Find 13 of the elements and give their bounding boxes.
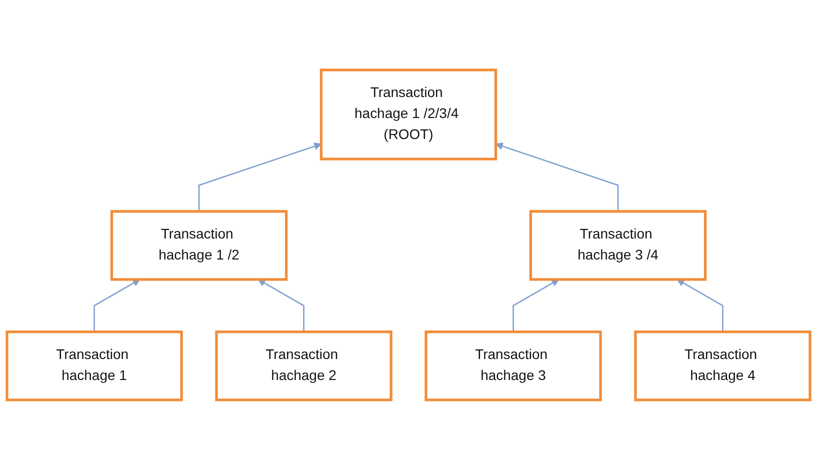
arrow [198, 142, 322, 212]
arrow [676, 279, 724, 332]
arrow [512, 279, 560, 332]
node-box: Transaction hachage 1 /2 [110, 210, 288, 281]
node-box: Transaction hachage 1 /2/3/4 (ROOT) [320, 68, 498, 160]
node-box: Transaction hachage 4 [634, 330, 812, 402]
node-box: Transaction hachage 2 [215, 330, 392, 402]
arrow [94, 279, 140, 332]
node-box: Transaction hachage 3 /4 [529, 210, 707, 281]
arrow [258, 279, 304, 332]
node-box: Transaction hachage 1 [6, 330, 183, 402]
node-box: Transaction hachage 3 [424, 330, 602, 402]
arrow [495, 142, 619, 212]
